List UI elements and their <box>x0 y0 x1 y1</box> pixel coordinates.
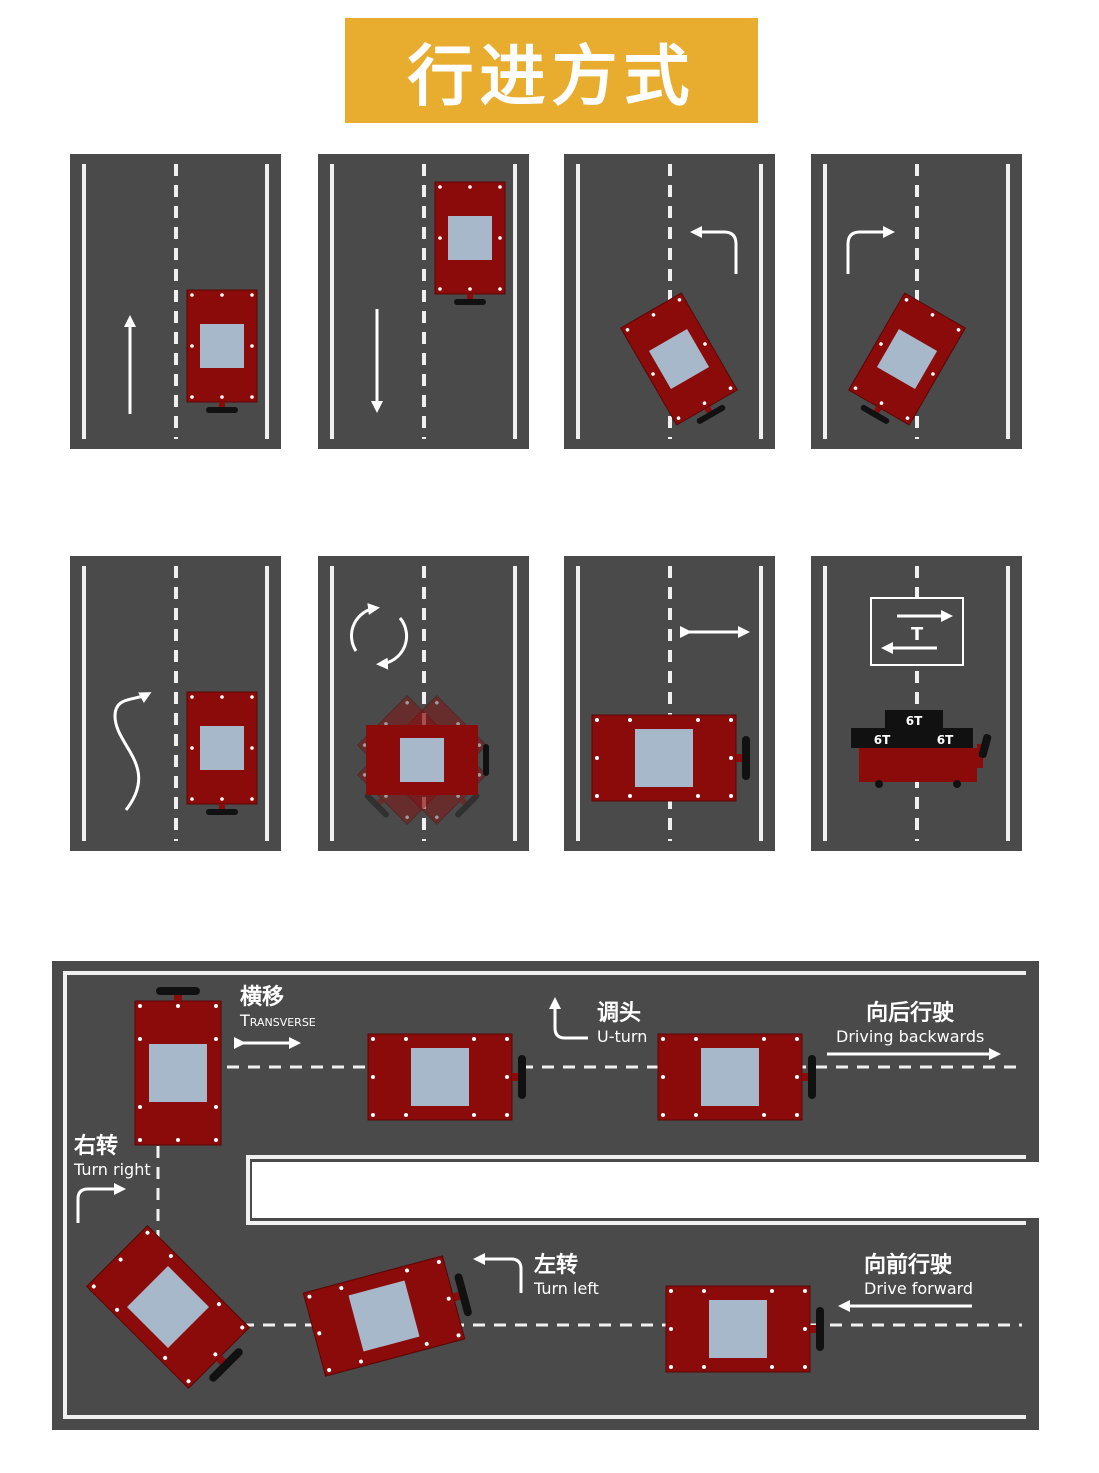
label-en: Transverse <box>240 1011 316 1030</box>
robot <box>134 986 222 1146</box>
turn-left-arrow-icon <box>690 226 738 274</box>
sign-letter: T <box>911 624 924 645</box>
label-en: Turn left <box>534 1279 599 1298</box>
label-en: Driving backwards <box>836 1027 985 1046</box>
label-cn: 左转 <box>534 1253 579 1278</box>
label-turn-right: 右转 Turn right <box>74 1134 151 1180</box>
label-cn: 向前行驶 <box>864 1253 953 1278</box>
tile-s-curve <box>70 556 281 851</box>
s-curve-arrow-icon <box>113 692 152 811</box>
page-title: 行进方式 <box>407 37 696 115</box>
track-center-gap <box>252 1162 1039 1218</box>
label-turn-left: 左转 Turn left <box>534 1253 599 1299</box>
weight-label: 6T <box>906 714 923 728</box>
rotate-circle-icon <box>350 603 409 670</box>
loaded-robot: 6T 6T 6T <box>851 710 992 788</box>
robot <box>434 181 506 306</box>
label-drive-forward: 向前行驶 Drive forward <box>864 1253 973 1299</box>
tile-transverse <box>564 556 775 851</box>
robot <box>86 1225 260 1399</box>
tile-move-backward <box>318 154 529 449</box>
robot <box>367 1033 527 1121</box>
label-en: Drive forward <box>864 1279 974 1298</box>
title-banner: 行进方式 <box>345 18 758 123</box>
turn-left-arrow-icon <box>473 1253 523 1293</box>
label-cn: 右转 <box>74 1134 119 1159</box>
label-en: U-turn <box>597 1027 648 1046</box>
robot <box>620 292 744 436</box>
tile-turn-left <box>564 154 775 449</box>
robot <box>186 289 258 414</box>
label-en: Turn right <box>74 1160 151 1179</box>
robot <box>591 714 751 802</box>
robot <box>186 691 258 816</box>
robot <box>842 292 966 436</box>
tile-heavy-load: T 6T 6T 6T <box>811 556 1022 851</box>
label-u-turn: 调头 U-turn <box>597 1001 647 1047</box>
u-turn-arrow-icon <box>549 997 588 1040</box>
weight-label: 6T <box>874 733 891 747</box>
tile-turn-right <box>811 154 1022 449</box>
weight-label: 6T <box>937 733 954 747</box>
robot <box>302 1251 479 1377</box>
turn-right-arrow-icon <box>846 226 895 274</box>
turn-right-arrow-icon <box>76 1183 126 1223</box>
tile-rotate-in-place <box>318 556 529 851</box>
label-driving-backwards: 向后行驶 Driving backwards <box>836 1001 984 1047</box>
robot <box>665 1285 825 1373</box>
robot <box>657 1033 817 1121</box>
track-outer-border <box>63 971 1026 1419</box>
label-cn: 横移 <box>240 985 285 1010</box>
rotating-robot <box>349 695 495 833</box>
track-inner-border <box>246 1155 1026 1225</box>
label-cn: 向后行驶 <box>866 1001 955 1026</box>
tile-move-forward <box>70 154 281 449</box>
label-transverse: 横移 Transverse <box>240 985 316 1031</box>
transfer-sign-icon <box>881 610 953 654</box>
track-diagram: 横移 Transverse 调头 U-turn 向后行驶 Driving bac… <box>52 961 1039 1430</box>
label-cn: 调头 <box>597 1001 642 1026</box>
